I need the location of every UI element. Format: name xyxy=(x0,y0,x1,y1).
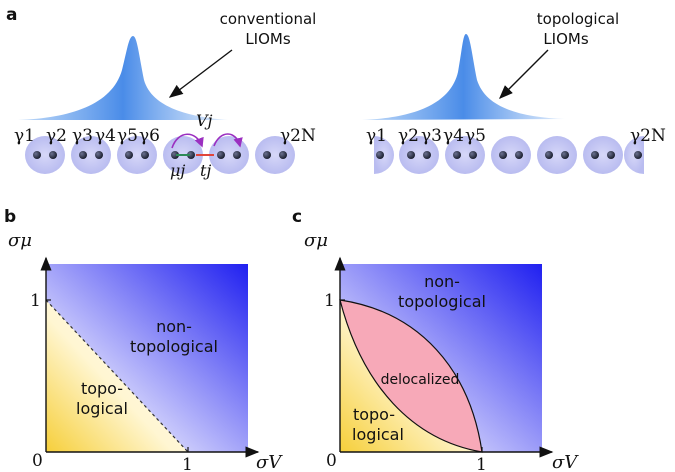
majorana-dot xyxy=(469,151,477,159)
site-5 xyxy=(209,136,249,174)
majorana-dot xyxy=(95,151,103,159)
x-tick-label: 1 xyxy=(476,455,487,472)
site xyxy=(399,136,439,174)
coupling-mu-label: μj xyxy=(170,161,185,180)
site xyxy=(491,136,531,174)
site-3 xyxy=(117,136,157,174)
gamma-label-3: γ3 xyxy=(72,126,93,146)
majorana-dot xyxy=(49,151,57,159)
majorana-dot xyxy=(607,151,615,159)
conventional-chain xyxy=(25,136,295,174)
majorana-dot xyxy=(187,151,195,159)
conventional-liom-peak xyxy=(18,36,228,120)
site-2 xyxy=(71,136,111,174)
gamma-label-2: γ2 xyxy=(46,126,67,146)
majorana-dot xyxy=(125,151,133,159)
site xyxy=(583,136,623,174)
topological-region xyxy=(340,300,482,452)
coupling-v-label: Vj xyxy=(196,111,213,130)
gamma-label-1: γ1 xyxy=(366,126,387,146)
y-axis-label: σμ xyxy=(304,230,328,251)
topological-callout-line2: LIOMs xyxy=(543,30,589,48)
delocalized-label: delocalized xyxy=(381,372,460,388)
majorana-dot xyxy=(453,151,461,159)
site xyxy=(445,136,485,174)
gamma-label-5: γ5 xyxy=(117,126,138,146)
majorana-dot xyxy=(79,151,87,159)
majorana-dot xyxy=(376,151,384,159)
topological-chain xyxy=(374,136,644,174)
gamma-label-5: γ5 xyxy=(465,126,486,146)
majorana-dot xyxy=(171,151,179,159)
y-tick-label: 1 xyxy=(30,291,41,311)
topological-callout-arrow xyxy=(499,49,549,99)
phase-boundary xyxy=(45,299,189,453)
majorana-dot xyxy=(233,151,241,159)
nontopo-label-line2: topological xyxy=(130,337,218,356)
origin-label: 0 xyxy=(32,451,43,471)
site xyxy=(537,136,577,174)
y-tick-label: 1 xyxy=(324,291,335,311)
nontopo-label-line2: topological xyxy=(398,292,486,311)
x-axis-label: σV xyxy=(256,452,283,472)
gamma-label-6: γ6 xyxy=(139,126,160,146)
conventional-callout-line1: conventional xyxy=(220,10,317,28)
gamma-label-4: γ4 xyxy=(95,126,116,146)
panel-c-label: c xyxy=(292,207,302,227)
hopping-arrow xyxy=(213,133,243,148)
majorana-dot xyxy=(545,151,553,159)
majorana-dot xyxy=(561,151,569,159)
panel-b-label: b xyxy=(4,207,16,227)
majorana-dot xyxy=(515,151,523,159)
phase-diagram-b xyxy=(40,256,260,458)
gamma-label-2n: γ2N xyxy=(630,126,666,146)
conventional-callout-line2: LIOMs xyxy=(245,30,291,48)
majorana-dot xyxy=(141,151,149,159)
phase-diagram-c xyxy=(334,256,554,458)
majorana-dot xyxy=(407,151,415,159)
gamma-label-3: γ3 xyxy=(421,126,442,146)
majorana-dot xyxy=(499,151,507,159)
nontopo-label-line1: non- xyxy=(156,317,192,336)
majorana-dot xyxy=(279,151,287,159)
majorana-dot xyxy=(634,151,642,159)
x-tick-label: 1 xyxy=(182,455,193,472)
majorana-dot xyxy=(423,151,431,159)
gamma-label-1: γ1 xyxy=(14,126,35,146)
topo-label-line1: topo- xyxy=(81,379,123,398)
origin-label: 0 xyxy=(326,451,337,471)
majorana-dot xyxy=(591,151,599,159)
panel-a-label: a xyxy=(6,5,17,25)
topological-callout-line1: topological xyxy=(537,10,619,28)
nontopo-label-line1: non- xyxy=(424,272,460,291)
coupling-t-label: tj xyxy=(200,161,211,180)
gamma-label-2n: γ2N xyxy=(280,126,316,146)
majorana-dot xyxy=(217,151,225,159)
gamma-label-2: γ2 xyxy=(398,126,419,146)
y-axis-label: σμ xyxy=(8,230,32,251)
site-1 xyxy=(25,136,65,174)
site-6 xyxy=(255,136,295,174)
topo-label-line1: topo- xyxy=(353,405,395,424)
topo-label-line2: logical xyxy=(352,425,404,444)
conventional-callout-arrow xyxy=(168,49,233,98)
x-axis-label: σV xyxy=(552,452,579,472)
topological-liom-peak xyxy=(362,34,565,120)
gamma-label-4: γ4 xyxy=(443,126,464,146)
topo-label-line2: logical xyxy=(76,399,128,418)
hopping-arrow xyxy=(171,133,204,149)
majorana-dot xyxy=(263,151,271,159)
majorana-dot xyxy=(33,151,41,159)
